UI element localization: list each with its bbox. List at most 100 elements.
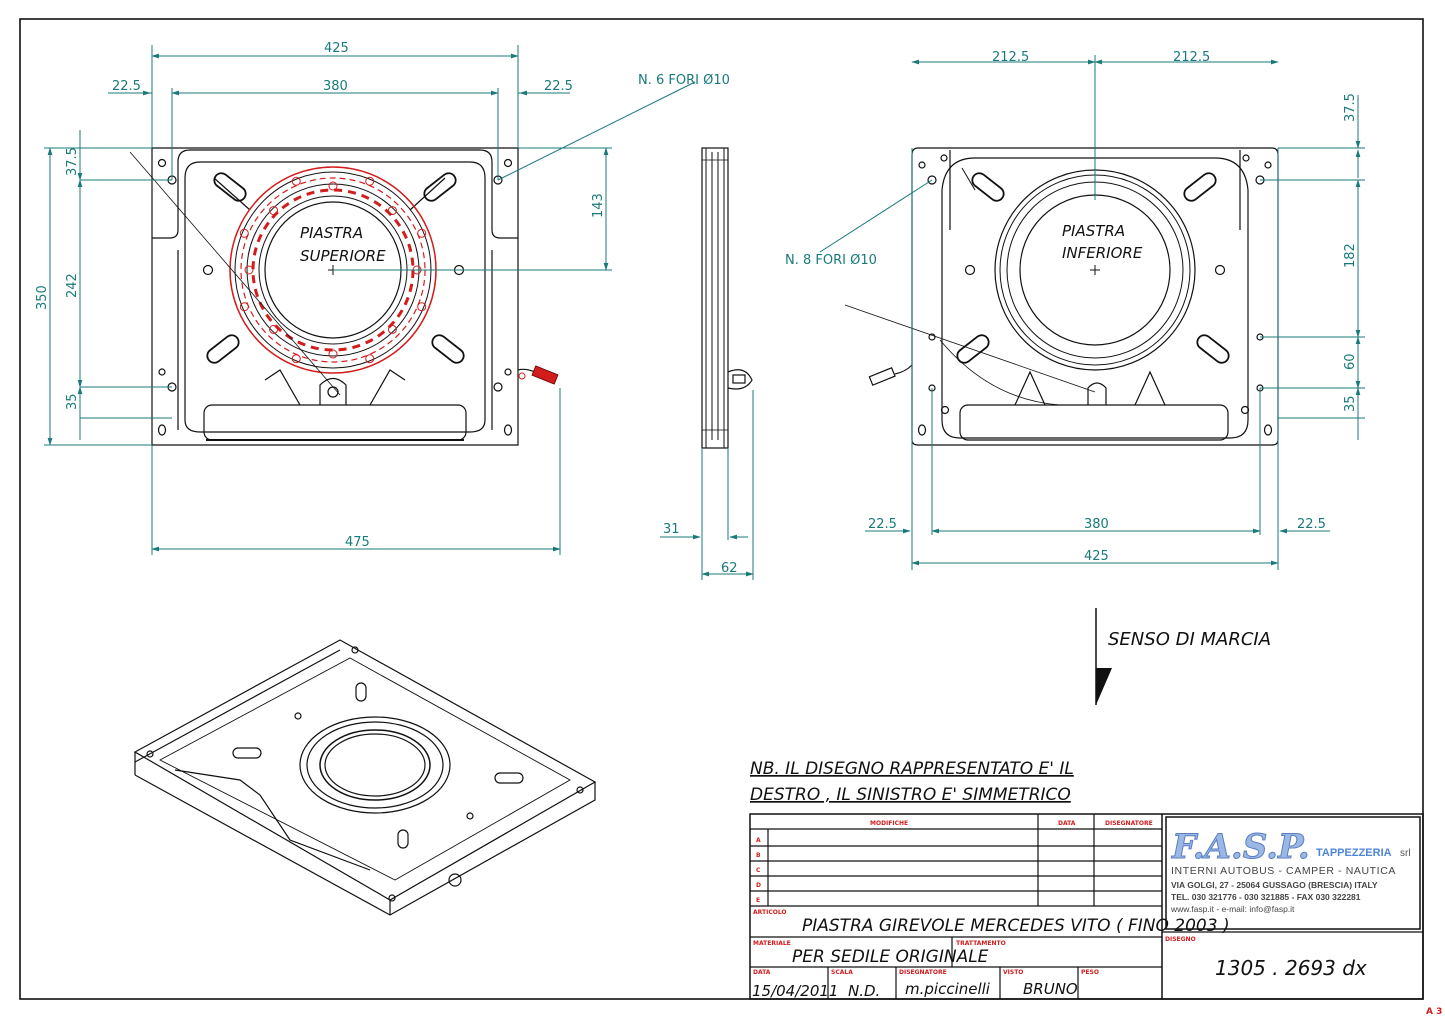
rev-header-drafter: DISEGNATORE (1105, 820, 1153, 827)
ring-hole (269, 324, 279, 334)
side-view (701, 147, 753, 449)
company-suffix: srl (1400, 848, 1411, 859)
scale-label: SCALA (831, 969, 853, 976)
article-value: PIASTRA GIREVOLE MERCEDES VITO ( FINO 20… (802, 916, 1230, 936)
top-holes (157, 158, 513, 436)
dim-top-380: 380 (323, 79, 348, 94)
top-view-label-line2: SUPERIORE (300, 247, 386, 265)
top-slots (206, 172, 465, 364)
ring-hole (387, 206, 397, 216)
direction-label: SENSO DI MARCIA (1108, 629, 1271, 650)
dim-top-143: 143 (591, 193, 606, 218)
title-block (749, 813, 1424, 1000)
bottom-holes (917, 154, 1273, 436)
direction-arrow-icon (1096, 668, 1112, 705)
ring-hole (244, 265, 254, 275)
drafter-label: DISEGNATORE (899, 969, 947, 976)
company-logo: F.A.S.P. (1171, 827, 1310, 867)
revision-row-e: E (756, 897, 760, 904)
drawing-number: 1305 . 2693 dx (1215, 956, 1367, 980)
top-plate-outline (151, 147, 519, 446)
ring-hole (417, 302, 427, 312)
bottom-view-dimensions (819, 55, 1365, 570)
company-phone: TEL. 030 321776 - 030 321885 - FAX 030 3… (1171, 892, 1361, 902)
ring-hole (328, 349, 338, 359)
date-value: 15/04/2011 (752, 982, 838, 1000)
treatment-label: TRATTAMENTO (956, 940, 1006, 947)
dim-bottom-35: 35 (1343, 395, 1358, 412)
company-division: TAPPEZZERIA (1316, 847, 1392, 859)
dim-side-62: 62 (721, 561, 738, 576)
ring-hole (417, 228, 427, 238)
dim-bottom-37-5: 37.5 (1343, 93, 1358, 122)
bottom-release-lever (868, 364, 913, 386)
checked-label: VISTO (1003, 969, 1023, 976)
side-view-dimensions (660, 390, 754, 580)
company-address: VIA GOLGI, 27 - 25064 GUSSAGO (BRESCIA) … (1171, 880, 1378, 890)
bottom-view-label-line1: PIASTRA (1062, 222, 1125, 240)
dim-top-37-5: 37.5 (65, 147, 80, 176)
dim-top-475: 475 (345, 535, 370, 550)
ring-hole (269, 206, 279, 216)
dim-bottom-425: 425 (1084, 549, 1109, 564)
checked-value: BRUNO (1023, 980, 1078, 998)
rev-header-changes: MODIFICHE (870, 820, 908, 827)
dim-bottom-left-22-5: 22.5 (868, 517, 897, 532)
bottom-view-label-line2: INFERIORE (1062, 244, 1143, 262)
company-tagline: INTERNI AUTOBUS - CAMPER - NAUTICA (1171, 865, 1396, 877)
section-leader-line (129, 151, 341, 396)
weight-label: PESO (1081, 969, 1099, 976)
dim-top-35: 35 (65, 393, 80, 410)
ring-hole (239, 228, 249, 238)
dim-bottom-right-212-5: 212.5 (1173, 50, 1210, 65)
dim-top-350: 350 (35, 285, 50, 310)
rev-header-date: DATA (1058, 820, 1076, 827)
bottom-slots (956, 172, 1230, 364)
ring-hole (387, 324, 397, 334)
ring-hole (291, 176, 301, 186)
article-label: ARTICOLO (753, 909, 787, 916)
sheet-format: A 3 (1426, 1007, 1442, 1017)
scale-value: N.D. (848, 982, 880, 1000)
ring-hole (291, 354, 301, 364)
note-line1: NB. IL DISEGNO RAPPRESENTATO E' IL (750, 759, 1074, 779)
revision-row-d: D (756, 882, 761, 889)
ring-hole (365, 354, 375, 364)
dim-bottom-left-212-5: 212.5 (992, 50, 1029, 65)
dim-bottom-60: 60 (1343, 353, 1358, 370)
dim-top-right-22-5: 22.5 (544, 79, 573, 94)
company-logo-block: F.A.S.P. TAPPEZZERIA srl INTERNI AUTOBUS… (1170, 827, 1411, 915)
revision-row-a: A (756, 837, 761, 844)
date-label: DATA (753, 969, 771, 976)
company-web: www.fasp.it - e-mail: info@fasp.it (1170, 904, 1295, 914)
material-value: PER SEDILE ORIGINALE (792, 947, 989, 967)
bottom-plate-outline (911, 147, 1279, 446)
bottom-holes-callout: N. 8 FORI Ø10 (785, 253, 877, 268)
top-view-dimensions (44, 45, 696, 555)
dim-top-242: 242 (65, 273, 80, 298)
dim-top-left-22-5: 22.5 (112, 79, 141, 94)
bottom-view: PIASTRA INFERIORE (844, 147, 1279, 446)
dim-bottom-right-22-5: 22.5 (1297, 517, 1326, 532)
section-leader-line-bottom (844, 304, 1096, 393)
direction-of-travel: SENSO DI MARCIA (1095, 608, 1271, 705)
top-view: PIASTRA SUPERIORE (129, 147, 559, 446)
dim-side-31: 31 (663, 522, 680, 537)
drawing-note: NB. IL DISEGNO RAPPRESENTATO E' IL DESTR… (750, 759, 1074, 805)
drafter-value: m.piccinelli (905, 980, 991, 998)
drawing-number-label: DISEGNO (1165, 936, 1196, 943)
revision-row-b: B (756, 852, 761, 859)
isometric-view (133, 639, 597, 916)
note-line2: DESTRO , IL SINISTRO E' SIMMETRICO (750, 785, 1071, 805)
top-holes-callout: N. 6 FORI Ø10 (638, 73, 730, 88)
material-label: MATERIALE (753, 940, 791, 947)
dim-bottom-380: 380 (1084, 517, 1109, 532)
revision-row-c: C (756, 867, 761, 874)
dim-bottom-182: 182 (1343, 243, 1358, 268)
ring-hole (365, 176, 375, 186)
ring-hole (239, 302, 249, 312)
sheet-frame (19, 18, 1424, 1000)
top-view-label-line1: PIASTRA (300, 224, 363, 242)
dim-top-425: 425 (324, 41, 349, 56)
